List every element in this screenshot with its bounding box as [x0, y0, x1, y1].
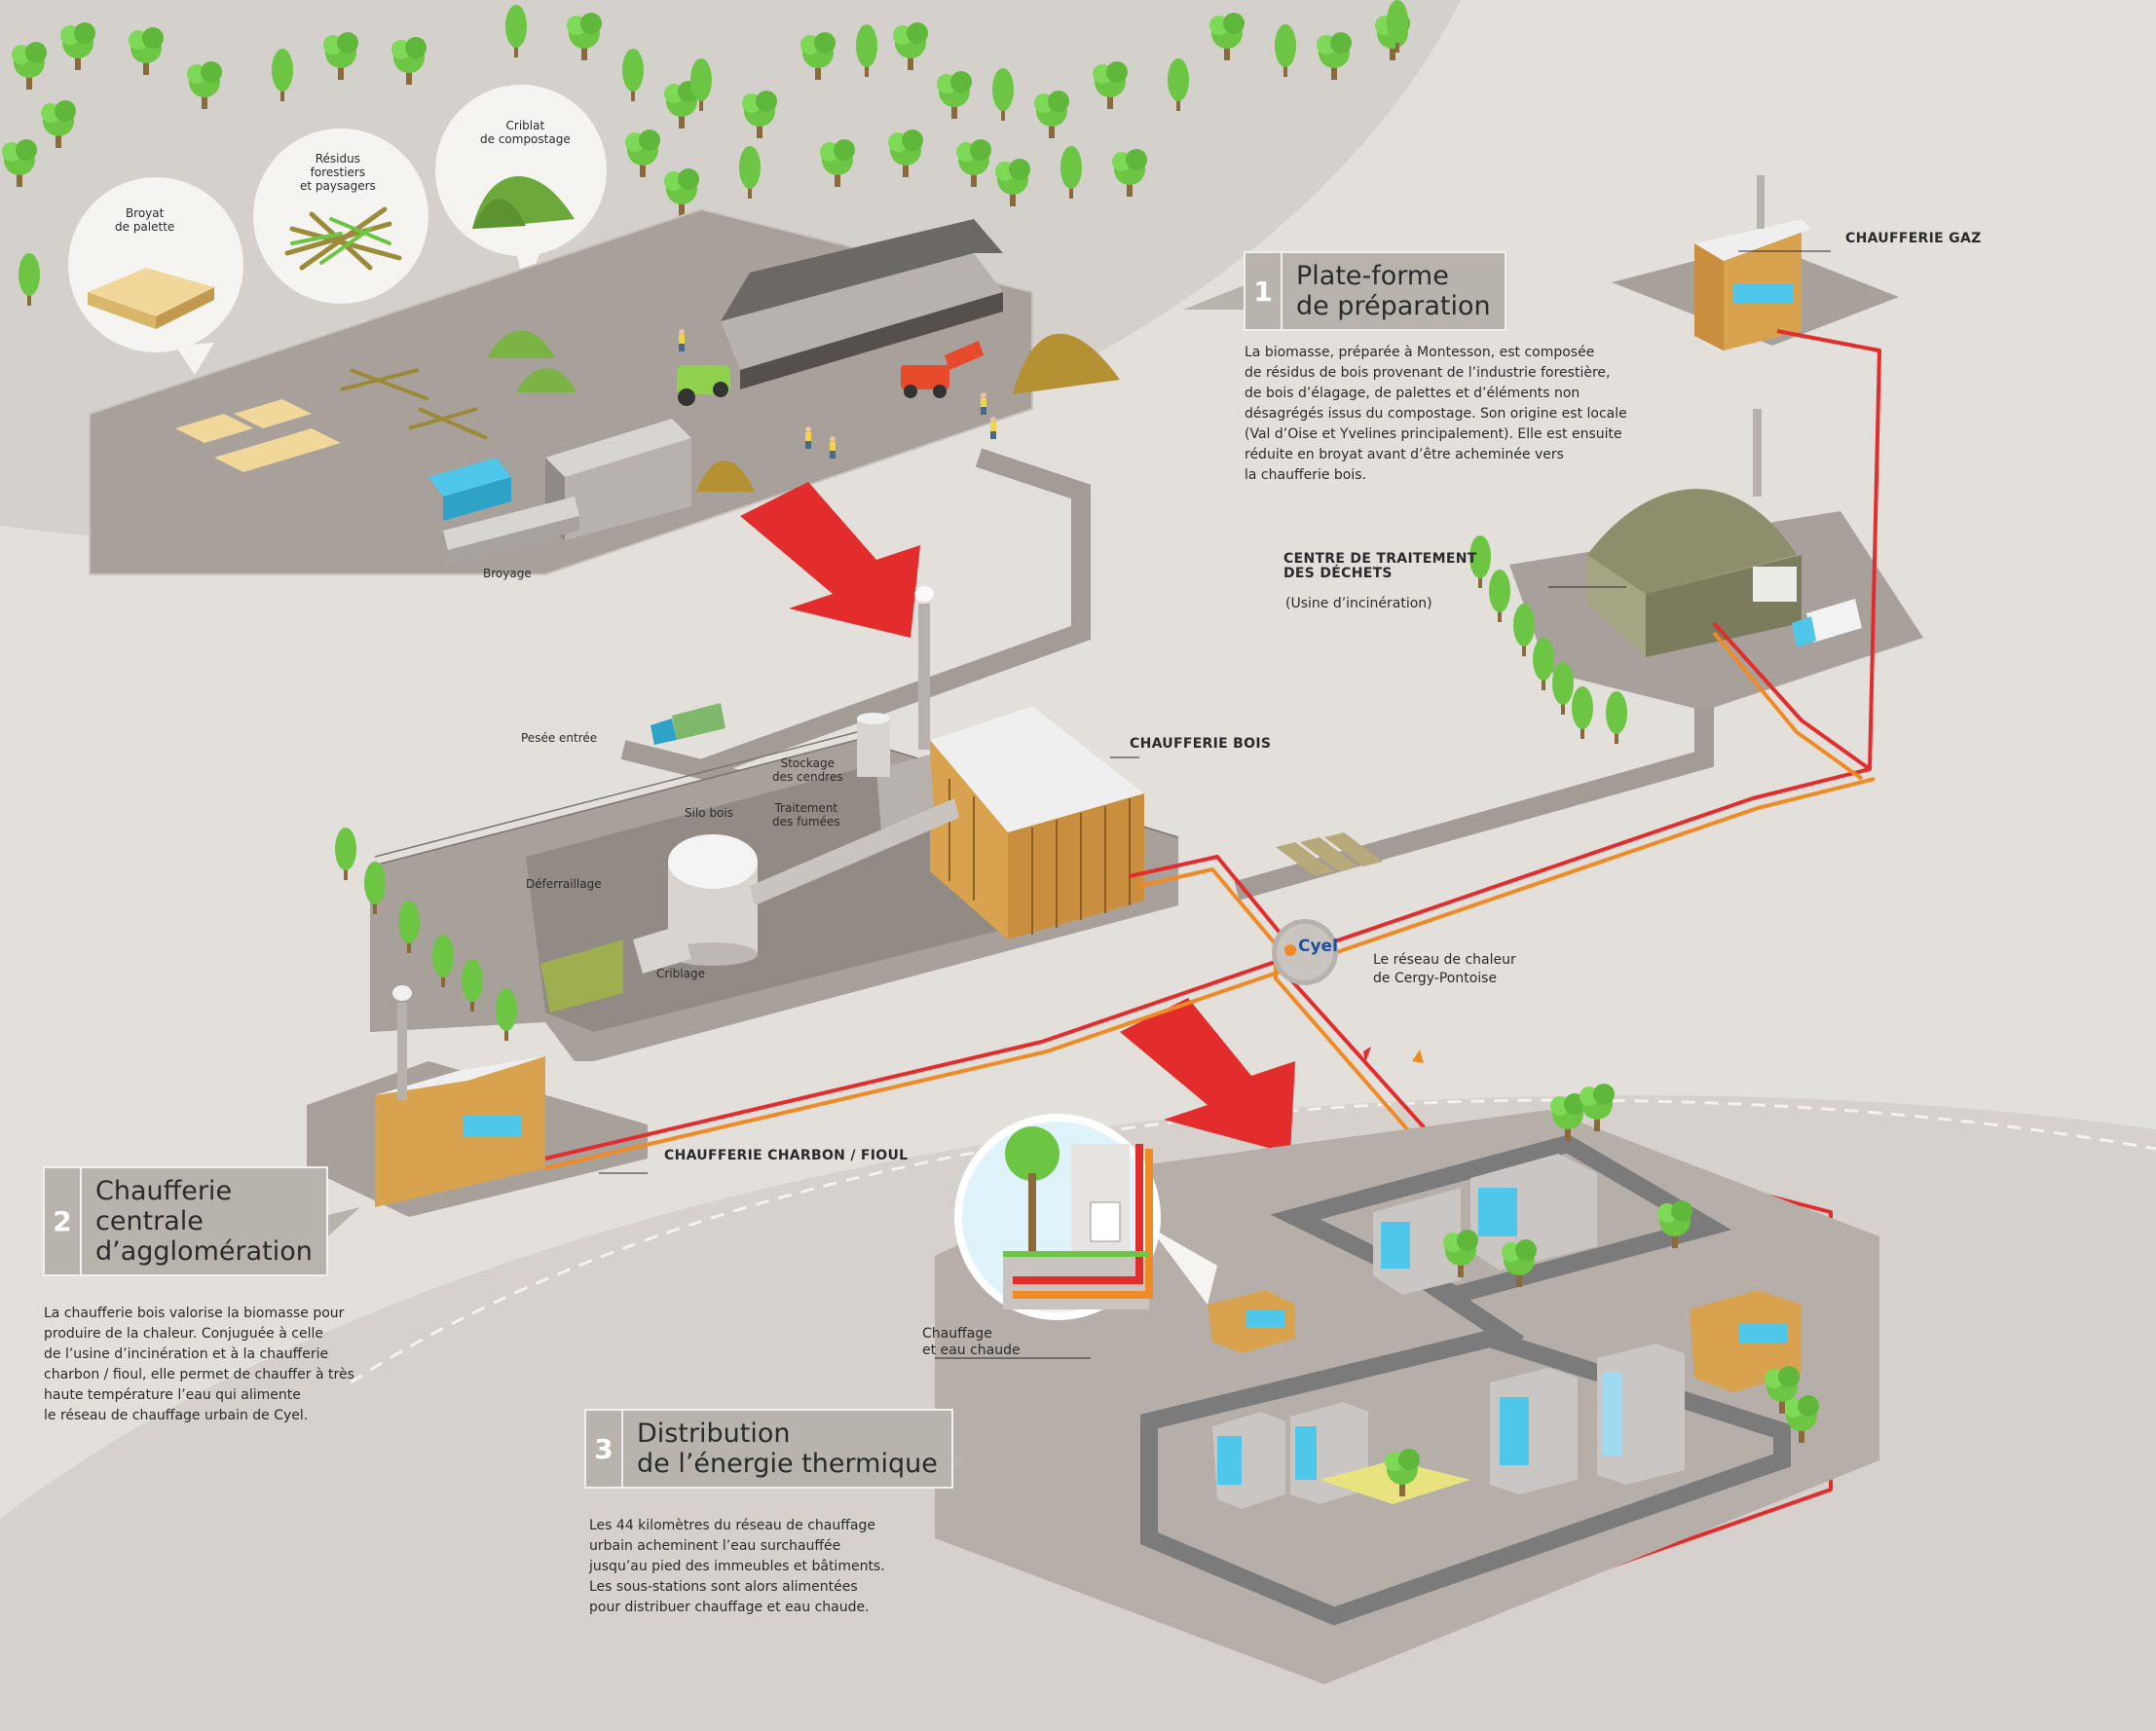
label-silo: Silo bois: [685, 806, 733, 820]
red-loader: [901, 341, 984, 398]
screening: [633, 925, 691, 974]
arrow-to-city: [1120, 998, 1295, 1154]
conveyor: [750, 798, 959, 905]
bubble-forest-residues: [253, 129, 428, 341]
label-pesee: Pesée entrée: [521, 731, 598, 745]
section-2-text: La chaufferie bois valorise la biomasse …: [44, 1306, 354, 1423]
section-1-text: La biomasse, préparée à Montesson, est c…: [1245, 345, 1627, 483]
arrow-to-boiler: [740, 482, 920, 638]
section-3-text: Les 44 kilomètres du réseau de chauffage…: [589, 1518, 885, 1615]
gas-chimney: [1757, 175, 1765, 229]
label-chaufferie-gaz: CHAUFFERIE GAZ: [1845, 231, 1982, 246]
label-deferraillage: Déferraillage: [526, 877, 602, 891]
cyel-logo-text: Cyel: [1298, 937, 1338, 956]
section-2-number: 2: [45, 1168, 82, 1274]
coal-chimney: [397, 1003, 407, 1100]
boiler-chimney: [918, 604, 930, 750]
hangar: [721, 219, 1003, 389]
green-tractor: [677, 365, 730, 406]
bubble-compost: [435, 85, 607, 292]
label-chaufferie-charbon: CHAUFFERIE CHARBON / FIOUL: [664, 1148, 909, 1163]
cyel-logo-circle: [1272, 919, 1338, 985]
delivery-truck: [651, 703, 725, 745]
bubble-pallet: [68, 177, 243, 375]
pallet-stacks: [175, 399, 341, 472]
gas-boiler-building: [1694, 219, 1811, 350]
incinerator-chimney: [1753, 409, 1762, 497]
city-buildings: [1208, 1154, 1802, 1509]
label-usine: (Usine d’incinération): [1285, 596, 1432, 611]
label-chaufferie-bois: CHAUFFERIE BOIS: [1130, 736, 1272, 752]
substation-zoom: [954, 1114, 1217, 1320]
section-1-number: 1: [1245, 253, 1282, 329]
incinerator-building: [1587, 489, 1802, 657]
section-3-number: 3: [586, 1411, 623, 1487]
branch-piles: [340, 368, 488, 440]
garbage-truck: [1792, 599, 1862, 647]
woodchip-pile: [1013, 333, 1120, 394]
label-criblage: Criblage: [656, 967, 705, 980]
label-broyage: Broyage: [483, 567, 532, 580]
scrap-removal: [540, 939, 623, 1013]
loader-truck: [428, 458, 511, 521]
wood-boiler-building: [930, 706, 1144, 939]
ash-silo: [857, 718, 890, 777]
coal-boiler-building: [375, 1056, 545, 1207]
